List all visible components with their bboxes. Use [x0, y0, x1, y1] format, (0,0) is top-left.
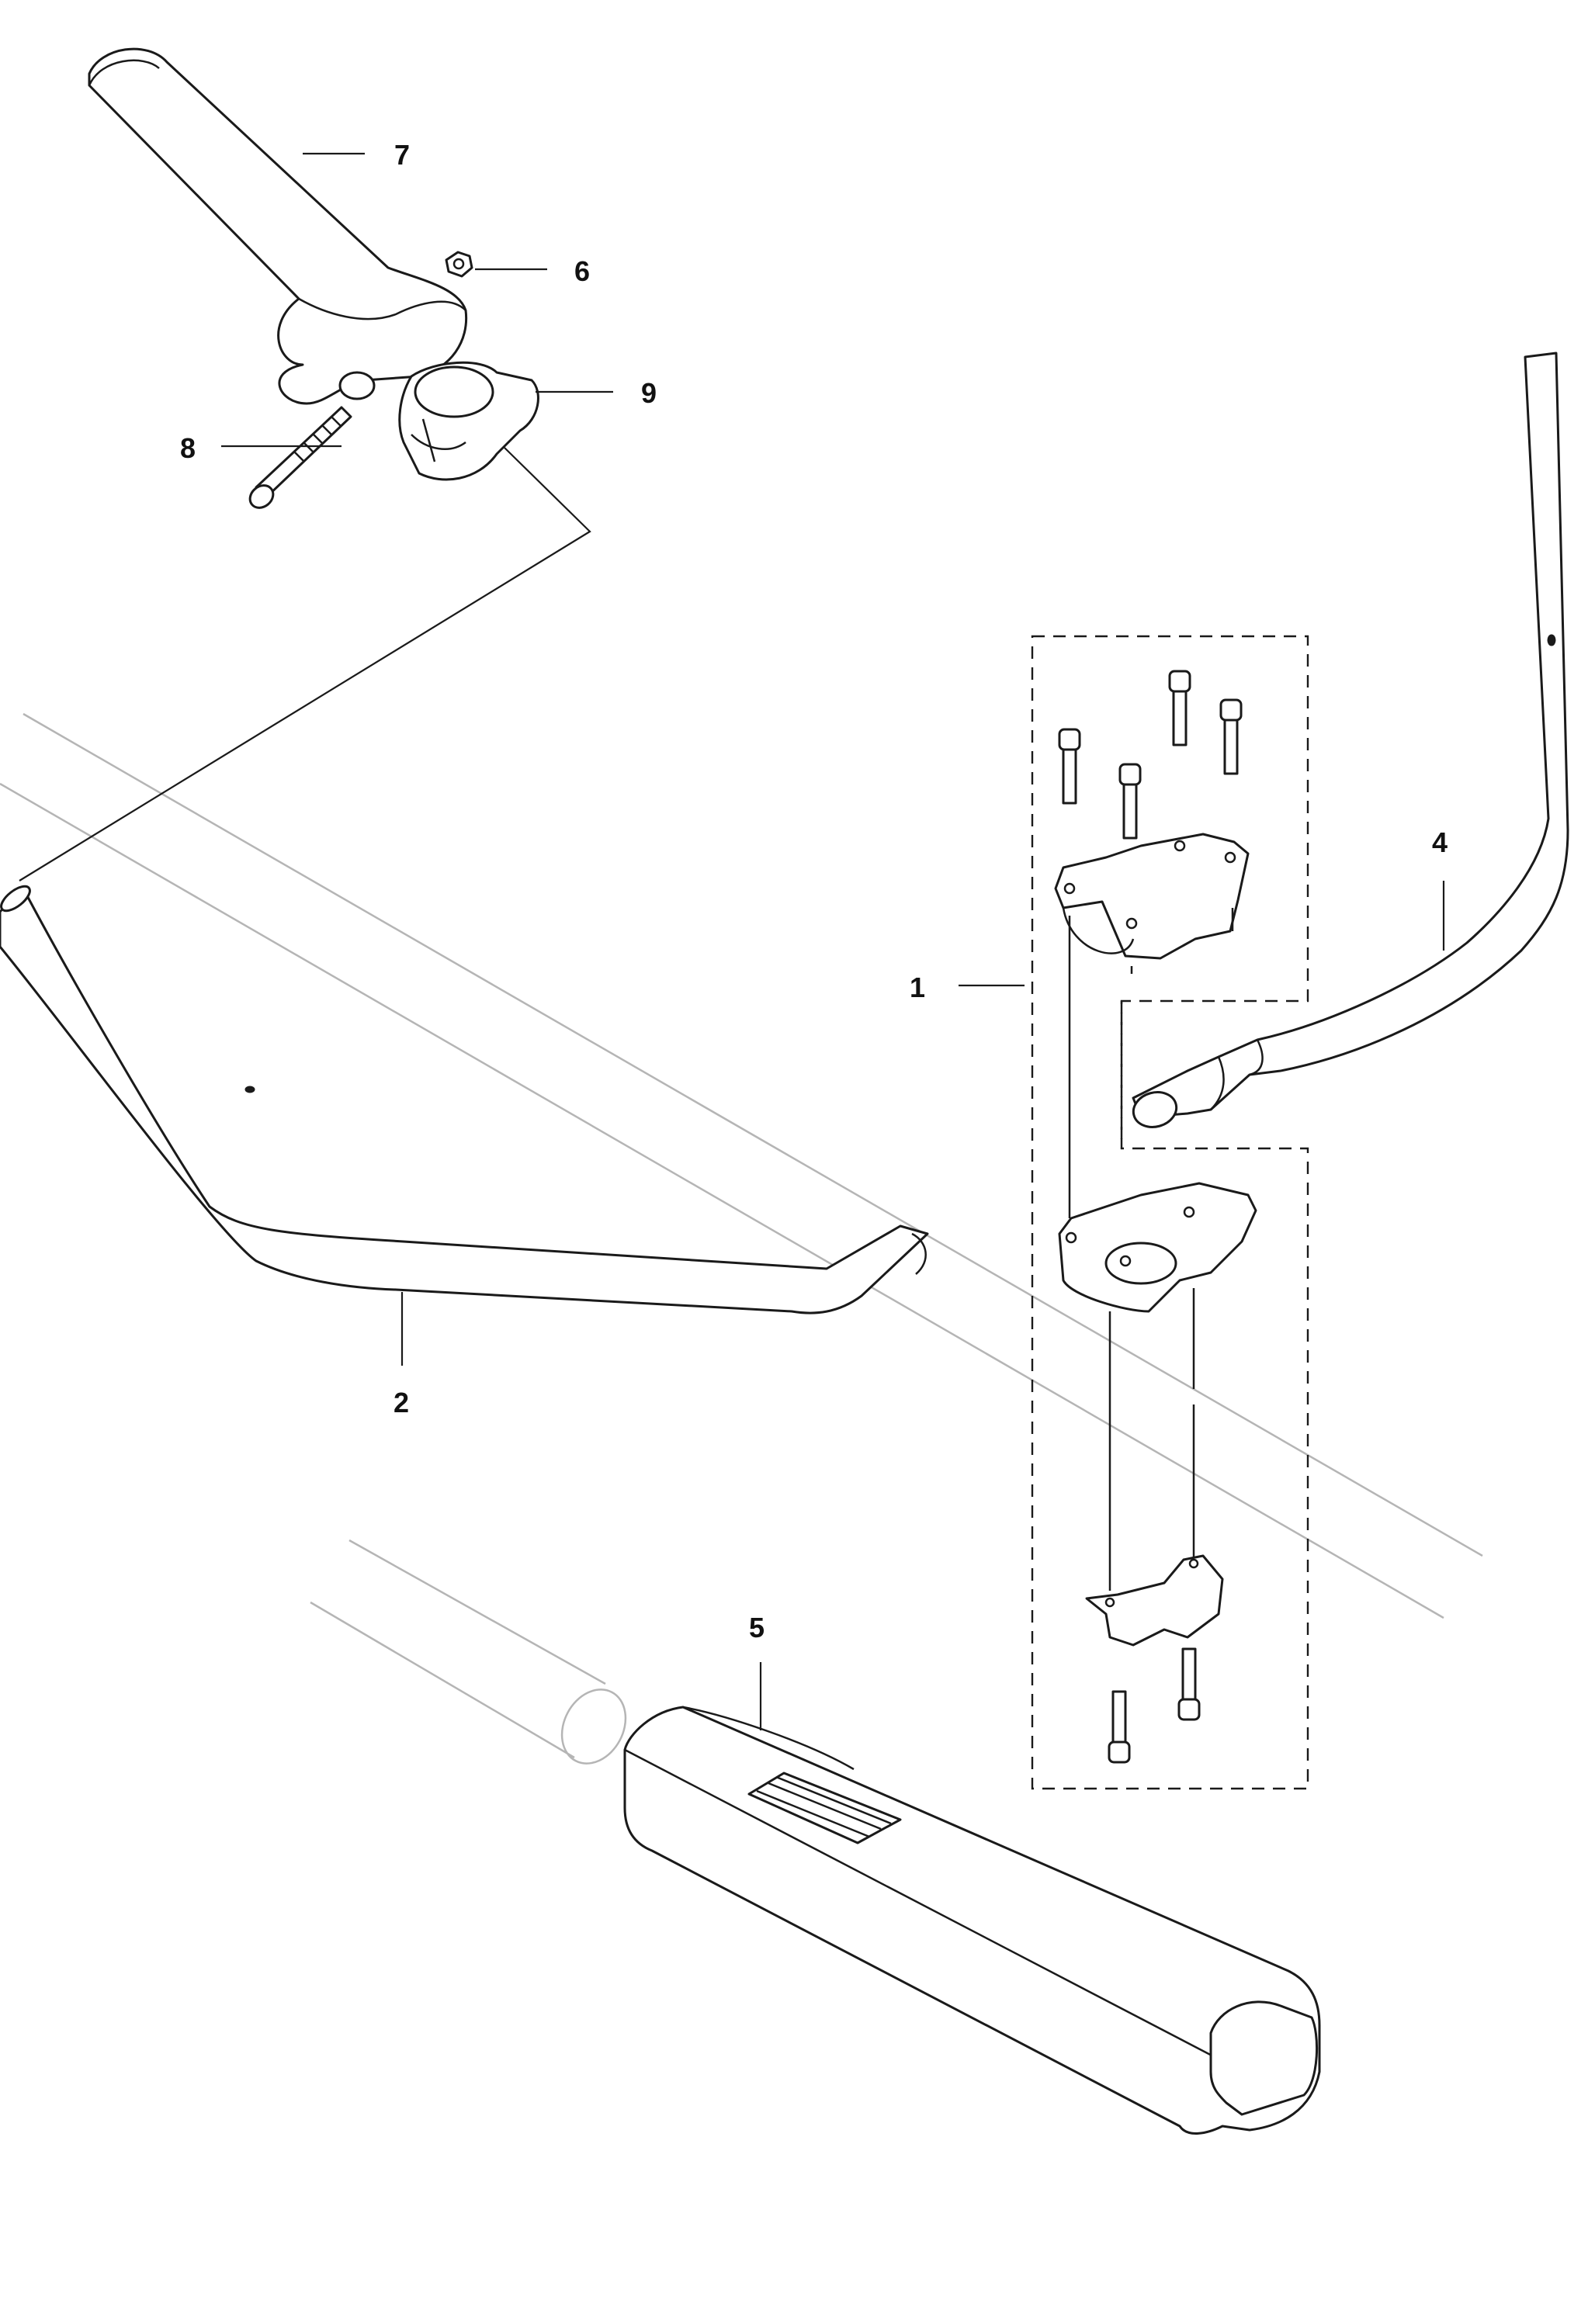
- clamp-top-screws: [1058, 670, 1243, 840]
- callout-1: 1: [910, 972, 925, 1003]
- callout-6: 6: [574, 255, 590, 287]
- callout-9: 9: [641, 377, 657, 409]
- callout-7: 7: [394, 139, 410, 171]
- callout-2: 2: [394, 1387, 409, 1418]
- clamp-lower-half: [1085, 1554, 1224, 1647]
- part-nut[interactable]: [445, 251, 473, 278]
- part-left-handlebar[interactable]: [0, 882, 929, 1314]
- callout-8: 8: [180, 432, 196, 464]
- ghost-shaft-axis: [0, 712, 1483, 1765]
- part-grip-handle[interactable]: [88, 47, 468, 405]
- part-shaft-sleeve[interactable]: [623, 1706, 1321, 2135]
- part-long-screw[interactable]: [245, 406, 352, 512]
- clamp-upper-half: [1054, 833, 1250, 960]
- callout-4: 4: [1432, 826, 1448, 858]
- callout-5: 5: [749, 1612, 765, 1643]
- assembly-leader-9-to-2: [19, 447, 591, 881]
- clamp-bottom-screws: [1108, 1647, 1201, 1764]
- part-handle-bracket[interactable]: [398, 361, 539, 481]
- part-right-handlebar[interactable]: [1129, 352, 1569, 1131]
- part-clamp-assembly[interactable]: [1031, 635, 1309, 1790]
- leader-lines: [221, 152, 1445, 1730]
